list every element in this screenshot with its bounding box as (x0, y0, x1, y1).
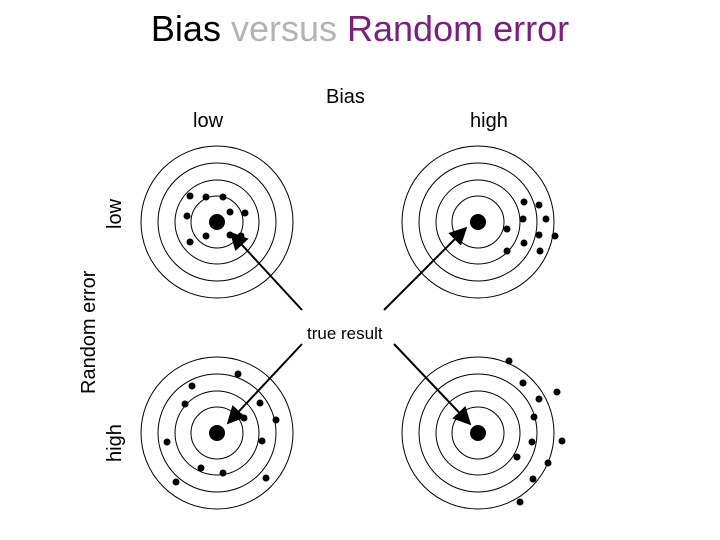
target-high-bias-low-random (401, 145, 555, 299)
bias-high-label: high (470, 110, 508, 132)
target-high-bias-high-random (401, 356, 555, 510)
true-result-label: true result (307, 324, 383, 343)
bullseye-bottom-right (470, 425, 486, 441)
title-random-error: Random error (347, 8, 570, 49)
bias-low-label: low (193, 110, 224, 132)
diagram-title: Bias versus Random error (0, 8, 720, 50)
bullseye-bottom-left (209, 425, 225, 441)
arrow-to-top-right (383, 226, 468, 311)
arrow-to-bottom-right (393, 343, 472, 426)
shots-top-right (503, 198, 559, 255)
shots-bottom-right (505, 357, 566, 506)
title-versus: versus (230, 8, 337, 49)
arrow-to-top-left (229, 231, 303, 311)
title-bias: Bias (150, 8, 221, 49)
bias-axis-label: Bias (326, 86, 365, 108)
arrow-to-bottom-left (226, 343, 303, 425)
bullseye-top-right (470, 214, 486, 230)
target-low-bias-low-random (140, 145, 294, 299)
bullseye-top-left (209, 214, 225, 230)
true-result-arrows (226, 226, 472, 426)
target-low-bias-high-random (140, 356, 294, 510)
